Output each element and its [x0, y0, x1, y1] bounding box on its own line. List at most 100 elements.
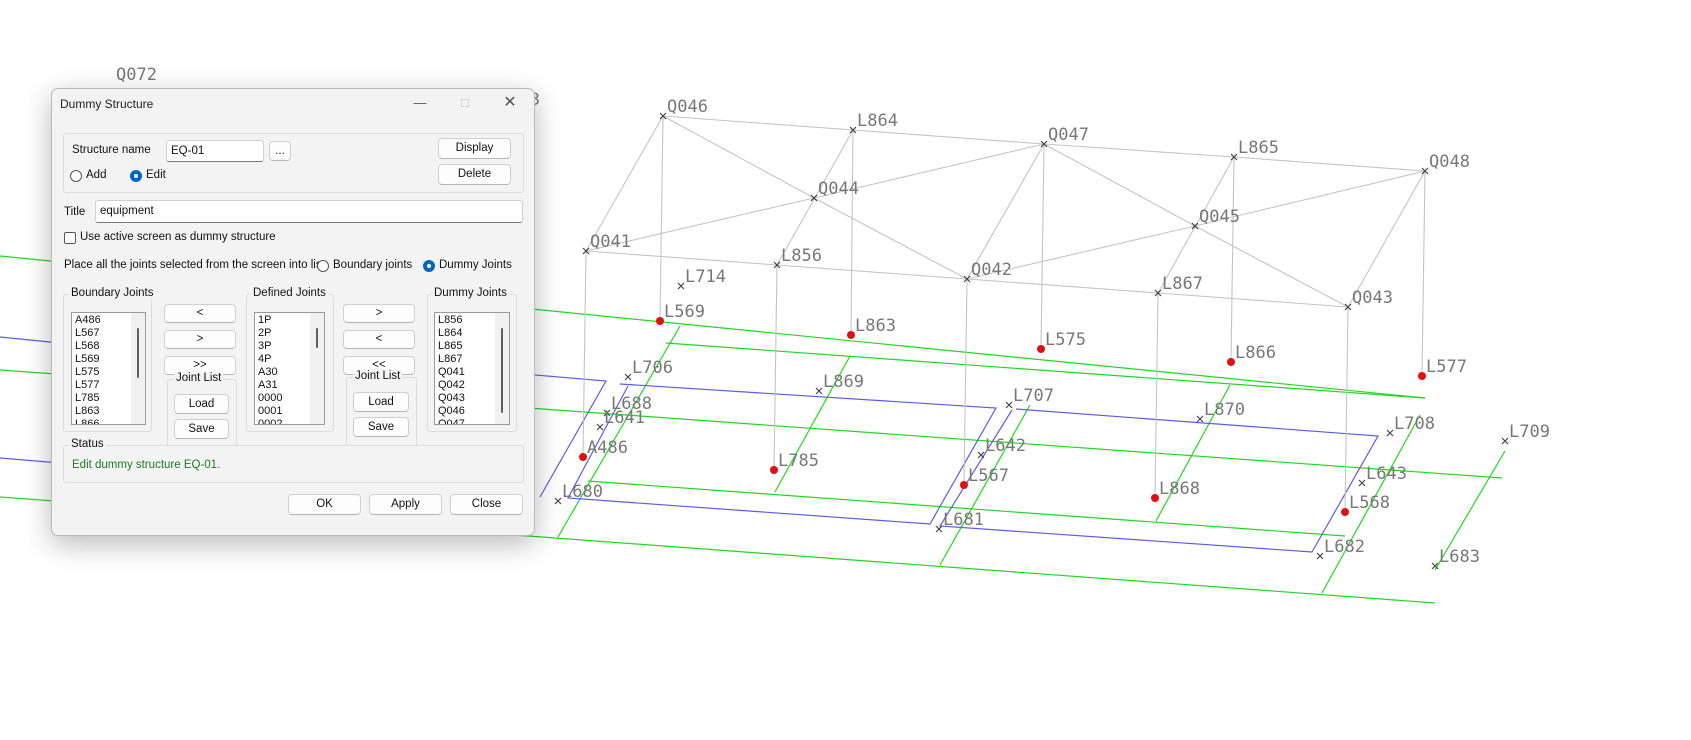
- joint-node-l870[interactable]: [1196, 415, 1204, 423]
- model-member[interactable]: [1434, 450, 1506, 571]
- joint-node-l856[interactable]: [773, 261, 781, 269]
- list-item[interactable]: 0001: [258, 405, 283, 417]
- joint-node-l867[interactable]: [1154, 289, 1162, 297]
- support-node-l785[interactable]: [770, 466, 778, 474]
- joint-node-q043[interactable]: [1344, 303, 1352, 311]
- joint-node-l714[interactable]: [677, 282, 685, 290]
- support-node-l569[interactable]: [656, 317, 664, 325]
- list-item[interactable]: Q043: [438, 392, 465, 404]
- list-item[interactable]: 2P: [258, 327, 272, 339]
- list-item[interactable]: 0002: [258, 418, 283, 425]
- model-member[interactable]: [585, 197, 815, 252]
- list-item[interactable]: L577: [75, 379, 100, 391]
- model-member[interactable]: [773, 264, 778, 471]
- list-item[interactable]: Q041: [438, 366, 465, 378]
- joint-node-l706[interactable]: [624, 373, 632, 381]
- joint-node-q046[interactable]: [659, 112, 667, 120]
- dummy-joints-radio[interactable]: [423, 260, 435, 272]
- move-to-defined-button[interactable]: >: [164, 330, 236, 349]
- model-member[interactable]: [852, 129, 1045, 145]
- support-node-l568[interactable]: [1341, 508, 1349, 516]
- model-member[interactable]: [0, 457, 61, 464]
- joint-node-l869[interactable]: [815, 387, 823, 395]
- list-item[interactable]: A30: [258, 366, 278, 378]
- list-item[interactable]: 1P: [258, 314, 272, 326]
- model-member[interactable]: [1043, 143, 1196, 227]
- model-member[interactable]: [582, 250, 587, 458]
- close-button[interactable]: Close: [450, 494, 523, 515]
- model-member[interactable]: [662, 115, 815, 199]
- list-item[interactable]: 3P: [258, 340, 272, 352]
- ok-button[interactable]: OK: [288, 494, 361, 515]
- joint-node-q044[interactable]: [810, 194, 818, 202]
- list-item[interactable]: L567: [75, 327, 100, 339]
- joint-node-l641[interactable]: [596, 423, 604, 431]
- joint-node-l643[interactable]: [1358, 479, 1366, 487]
- display-button[interactable]: Display: [438, 138, 511, 159]
- list-item[interactable]: L856: [438, 314, 463, 326]
- delete-button[interactable]: Delete: [438, 164, 511, 185]
- model-member[interactable]: [850, 129, 854, 336]
- model-member[interactable]: [665, 342, 1426, 399]
- joint-node-l708[interactable]: [1386, 429, 1394, 437]
- support-node-l868[interactable]: [1151, 494, 1159, 502]
- joint-node-q042[interactable]: [963, 275, 971, 283]
- model-member[interactable]: [1321, 414, 1421, 594]
- model-member[interactable]: [813, 197, 968, 280]
- model-member[interactable]: [567, 383, 997, 525]
- joint-node-l709[interactable]: [1501, 437, 1509, 445]
- apply-button[interactable]: Apply: [369, 494, 442, 515]
- support-node-l567[interactable]: [960, 481, 968, 489]
- list-item[interactable]: L785: [75, 392, 100, 404]
- boundary-list-scrollbar[interactable]: [131, 313, 145, 424]
- model-member[interactable]: [1043, 143, 1235, 158]
- list-item[interactable]: L864: [438, 327, 463, 339]
- model-member[interactable]: [774, 355, 851, 493]
- model-member[interactable]: [1233, 156, 1426, 172]
- list-item[interactable]: L863: [75, 405, 100, 417]
- support-node-l577[interactable]: [1418, 372, 1426, 380]
- model-member[interactable]: [659, 115, 664, 322]
- joint-node-q041[interactable]: [582, 247, 590, 255]
- joint-node-q048[interactable]: [1421, 167, 1429, 175]
- model-member[interactable]: [1154, 292, 1159, 499]
- defined-list-scrollbar[interactable]: [310, 313, 324, 424]
- model-member[interactable]: [1155, 384, 1231, 522]
- model-member[interactable]: [1157, 292, 1349, 308]
- list-item[interactable]: L866: [75, 418, 100, 425]
- joint-node-l683[interactable]: [1431, 562, 1439, 570]
- joint-node-l681[interactable]: [935, 525, 943, 533]
- support-node-l575[interactable]: [1037, 345, 1045, 353]
- dummy-list-scrollbar[interactable]: [495, 313, 509, 424]
- joint-node-l688[interactable]: [603, 409, 611, 417]
- joint-node-q045[interactable]: [1191, 222, 1199, 230]
- joint-node-q047[interactable]: [1040, 140, 1048, 148]
- joint-node-l864[interactable]: [849, 126, 857, 134]
- list-item[interactable]: 4P: [258, 353, 272, 365]
- list-item[interactable]: 0000: [258, 392, 283, 404]
- add-radio[interactable]: [70, 170, 82, 182]
- close-window-button[interactable]: ✕: [503, 94, 517, 111]
- model-member[interactable]: [557, 325, 681, 538]
- list-item[interactable]: L569: [75, 353, 100, 365]
- list-item[interactable]: L575: [75, 366, 100, 378]
- model-member[interactable]: [963, 278, 968, 486]
- list-item[interactable]: L865: [438, 340, 463, 352]
- browse-button[interactable]: ...: [269, 141, 291, 161]
- boundary-load-button[interactable]: Load: [174, 394, 229, 414]
- support-node-a486[interactable]: [579, 453, 587, 461]
- list-item[interactable]: L568: [75, 340, 100, 352]
- list-item[interactable]: Q046: [438, 405, 465, 417]
- list-item[interactable]: Q047: [438, 418, 465, 425]
- model-member[interactable]: [1230, 156, 1235, 363]
- model-member[interactable]: [587, 480, 1346, 537]
- model-member[interactable]: [1040, 143, 1045, 350]
- model-member[interactable]: [966, 278, 1159, 294]
- model-member[interactable]: [499, 371, 607, 498]
- model-member[interactable]: [966, 143, 1045, 280]
- minimize-button[interactable]: —: [413, 95, 427, 110]
- boundary-joints-radio[interactable]: [317, 260, 329, 272]
- model-member[interactable]: [662, 115, 854, 131]
